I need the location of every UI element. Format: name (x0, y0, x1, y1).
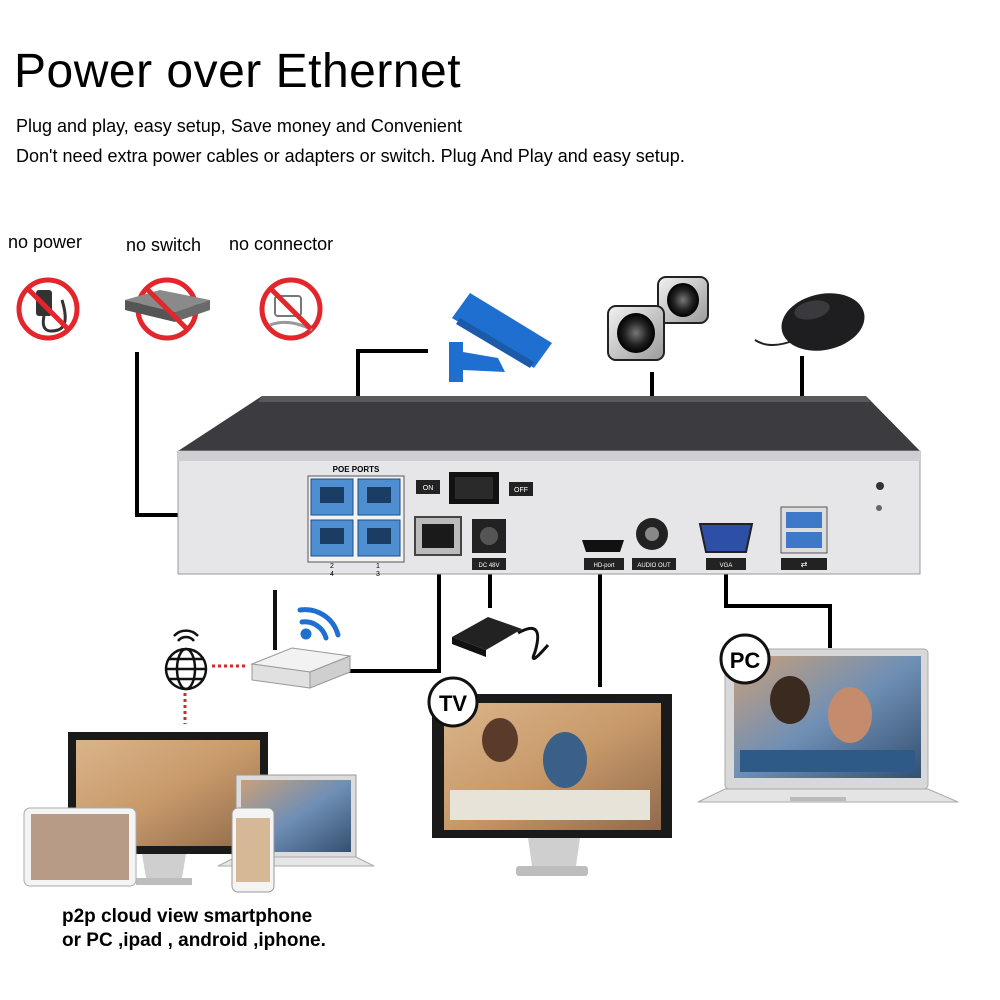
no-power-label: no power (8, 232, 83, 252)
tv-monitor (432, 694, 672, 876)
hdport-label: HD-port (593, 563, 614, 569)
no-power-icon (16, 277, 80, 341)
port-number-2: 2 (330, 563, 334, 570)
port-number-3: 3 (376, 571, 380, 578)
port-number-4: 4 (330, 571, 334, 578)
mouse-icon (754, 293, 865, 351)
pc-badge: PC (730, 648, 761, 673)
svg-text:⇄: ⇄ (801, 560, 808, 569)
dc-label: DC 48V (478, 563, 499, 569)
router-icon (250, 590, 352, 689)
cloud-view-line-1: p2p cloud view smartphone (62, 906, 313, 927)
no-connector-icon (259, 277, 323, 341)
subtitle-line-2: Don't need extra power cables or adapter… (16, 146, 685, 166)
no-switch-label: no switch (126, 235, 202, 255)
port-number-1: 1 (376, 563, 380, 570)
power-adapter-icon (452, 617, 550, 661)
audio-out-label: AUDIO OUT (637, 563, 671, 569)
no-connector-label: no connector (229, 234, 334, 254)
wifi-icon (297, 607, 341, 641)
speakers-icon (607, 276, 709, 361)
camera-icon (449, 293, 552, 382)
vga-port (698, 523, 754, 553)
smartphone (231, 807, 275, 893)
laptop (697, 648, 959, 803)
no-switch-icon (125, 277, 210, 341)
nvr-recorder: POE PORTS 2 4 1 3 ON OFF (177, 396, 921, 578)
tablet (23, 807, 137, 887)
subtitle-line-1: Plug and play, easy setup, Save money an… (16, 116, 462, 136)
off-label: OFF (514, 487, 528, 494)
cloud-view-line-2: or PC ,ipad , android ,iphone. (62, 930, 326, 951)
page-title: Power over Ethernet (14, 45, 462, 98)
cloud-view-caption: p2p cloud view smartphone or PC ,ipad , … (62, 905, 326, 953)
poe-ports (310, 478, 401, 557)
poe-ports-label: POE PORTS (333, 465, 380, 474)
hdmi-port (582, 540, 624, 552)
tv-badge: TV (439, 691, 467, 716)
vga-label: VGA (720, 563, 733, 569)
on-label: ON (423, 485, 434, 492)
globe-icon (164, 629, 208, 691)
